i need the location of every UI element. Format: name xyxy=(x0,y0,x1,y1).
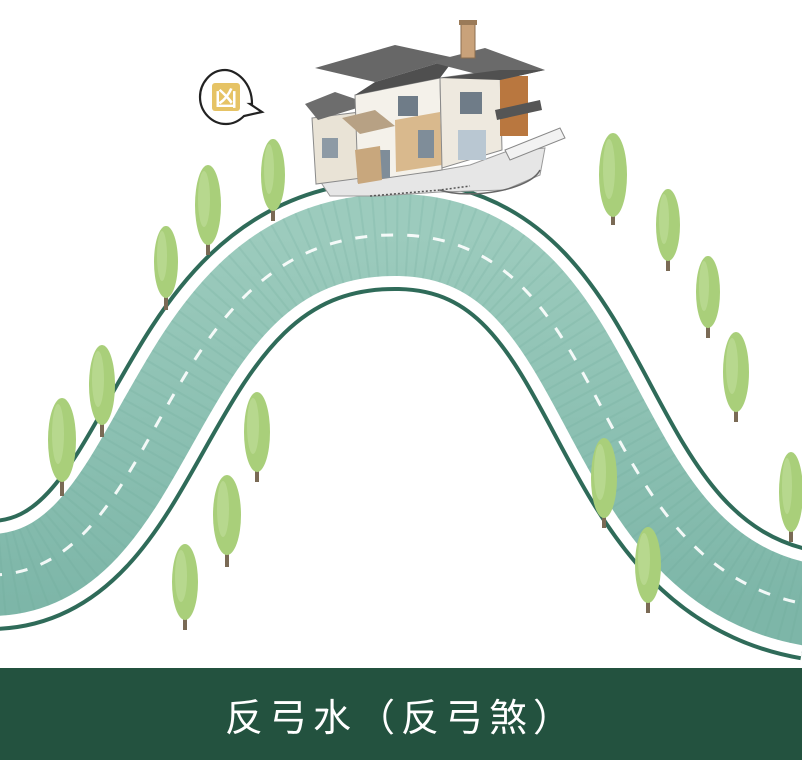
tree-icon xyxy=(656,189,680,271)
tree-icon xyxy=(48,398,76,496)
inauspicious-sign-icon: 凶 xyxy=(209,80,243,114)
scene xyxy=(0,20,802,661)
tree-icon xyxy=(261,139,285,221)
tree-icon xyxy=(591,438,617,528)
tree-icon xyxy=(213,475,241,567)
trees xyxy=(48,133,802,630)
river xyxy=(0,178,802,661)
tree-icon xyxy=(723,332,749,422)
tree-icon xyxy=(244,392,270,482)
caption-bar: 反弓水（反弓煞） xyxy=(0,668,802,760)
tree-icon xyxy=(154,226,178,310)
badge-text: 凶 xyxy=(214,87,237,112)
tree-icon xyxy=(599,133,627,225)
caption-text: 反弓水（反弓煞） xyxy=(224,695,577,740)
tree-icon xyxy=(89,345,115,437)
tree-icon xyxy=(172,544,198,630)
tree-icon xyxy=(195,165,221,255)
villa-house-icon xyxy=(305,20,566,197)
tree-icon xyxy=(696,256,720,338)
tree-icon xyxy=(779,452,802,542)
tree-icon xyxy=(635,527,661,613)
river-lane-dashes xyxy=(0,233,802,605)
